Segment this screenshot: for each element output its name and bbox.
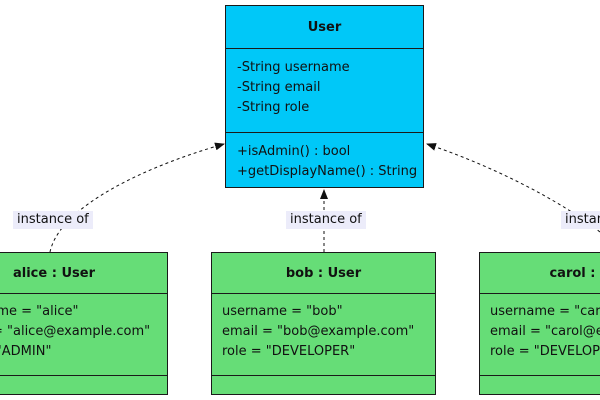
alice-object-box: alice : User username = "alice" email = …: [0, 252, 168, 395]
bob-object-fields: username = "bob" email = "bob@example.co…: [212, 293, 435, 375]
user-attribute-username: -String username: [237, 60, 350, 75]
edge-label-alice: instance of: [13, 211, 93, 229]
bob-object-title: bob : User: [285, 265, 362, 281]
carol-field-email: email = "carol@example.com": [490, 324, 600, 339]
bob-object-box: bob : User username = "bob" email = "bob…: [211, 252, 436, 395]
carol-object-box: carol : User username = "carol" email = …: [479, 252, 600, 395]
alice-object-fields: username = "alice" email = "alice@exampl…: [0, 293, 167, 375]
user-class-box: User -String username -String email -Str…: [225, 5, 424, 188]
bob-field-role: role = "DEVELOPER": [222, 344, 356, 359]
carol-object-empty-section: [480, 375, 600, 395]
user-attribute-email: -String email: [237, 80, 321, 95]
carol-field-role: role = "DEVELOPER": [490, 344, 600, 359]
carol-object-fields: username = "carol" email = "carol@exampl…: [480, 293, 600, 375]
user-attribute-role: -String role: [237, 100, 310, 115]
carol-field-username: username = "carol": [490, 304, 600, 319]
alice-field-email: email = "alice@example.com": [0, 324, 151, 339]
user-method-isadmin: +isAdmin() : bool: [237, 144, 351, 159]
alice-field-username: username = "alice": [0, 304, 79, 319]
bob-field-email: email = "bob@example.com": [222, 324, 415, 339]
edge-label-bob: instance of: [286, 211, 366, 229]
bob-object-empty-section: [212, 375, 435, 395]
alice-object-empty-section: [0, 375, 167, 395]
user-class-title: User: [307, 19, 342, 35]
user-class-attributes: -String username -String email -String r…: [226, 48, 423, 132]
user-class-methods: +isAdmin() : bool +getDisplayName() : St…: [226, 132, 423, 188]
alice-field-role: role = "ADMIN": [0, 344, 52, 359]
carol-object-title: carol : User: [549, 265, 600, 281]
edge-alice-to-user: [49, 142, 225, 253]
bob-field-username: username = "bob": [222, 304, 343, 319]
alice-object-title: alice : User: [13, 265, 95, 281]
edge-label-carol: instance of: [561, 211, 600, 229]
user-method-getdisplayname: +getDisplayName() : String: [237, 164, 418, 179]
